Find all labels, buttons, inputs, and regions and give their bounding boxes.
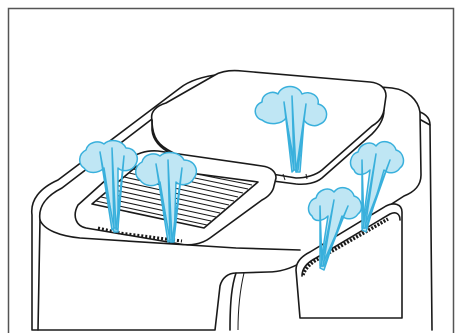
- purifier-airflow-diagram: [0, 0, 462, 333]
